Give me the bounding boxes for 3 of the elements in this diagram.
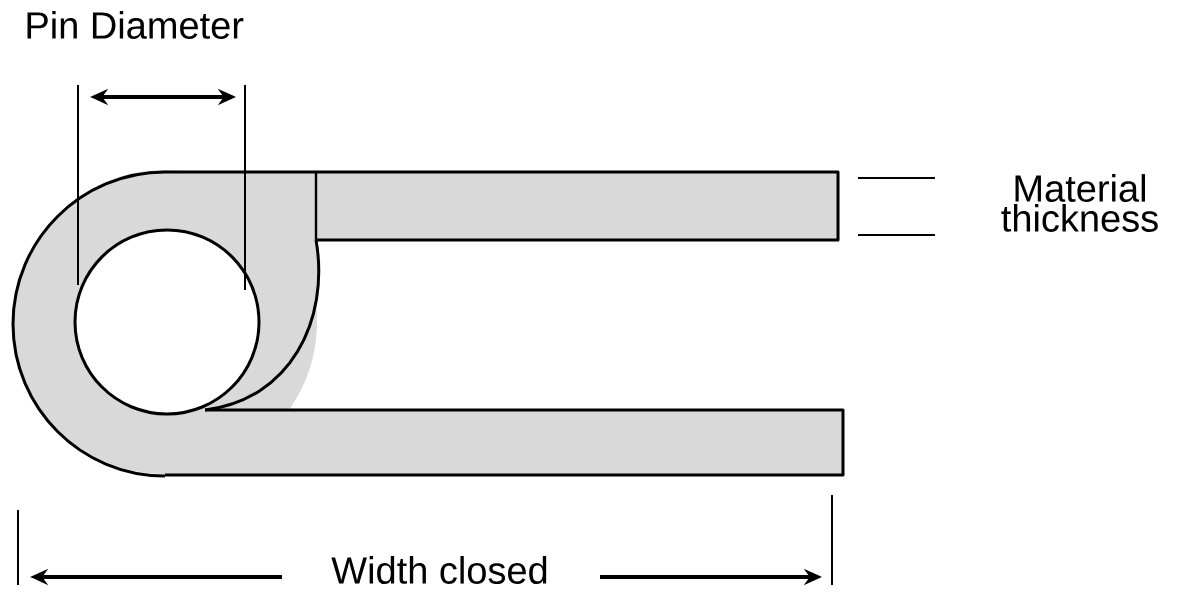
dimension-label: Pin Diameter: [27, 11, 244, 39]
dimension-label: Material thickness: [1001, 174, 1158, 232]
dimension-label: Width closed: [331, 556, 547, 584]
